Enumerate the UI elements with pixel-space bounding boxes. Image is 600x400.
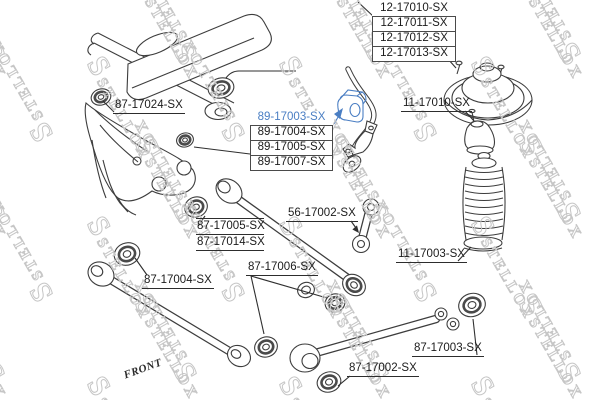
bushing-lateral-arm-b	[324, 293, 346, 313]
bushing-upper-arm-a	[184, 196, 208, 218]
cylinder-spacer	[204, 101, 232, 121]
part-number-link-highlighted[interactable]: 89-17003-SX	[250, 111, 333, 126]
bushing-upper-arm-end	[342, 273, 366, 297]
part-number-link[interactable]: 12-17011-SX	[372, 16, 456, 32]
part-number-link[interactable]: 12-17013-SX	[372, 46, 456, 62]
part-number-link[interactable]: 87-17004-SX	[142, 274, 214, 289]
part-number-link[interactable]: 12-17012-SX	[372, 31, 456, 47]
leaf-spring-drawing	[87, 13, 272, 114]
bushing-beam-end	[207, 77, 235, 99]
lower-arm-drawing	[289, 307, 460, 373]
upper-arm-part-group: 87-17005-SX 87-17014-SX	[196, 218, 265, 251]
bushing-beam	[90, 88, 112, 106]
bushing-rear-arm	[458, 292, 486, 318]
part-number-link[interactable]: 89-17004-SX	[250, 125, 333, 141]
stabilizer-link-drawing	[351, 198, 380, 254]
upper-arm-drawing	[215, 178, 354, 284]
front-direction-arrow	[104, 376, 140, 399]
part-number-link[interactable]: 87-17006-SX	[246, 261, 318, 276]
part-number-link[interactable]: 87-17024-SX	[113, 99, 185, 114]
leader-lines	[102, 1, 478, 387]
stabilizer-bushing-highlighted[interactable]	[337, 89, 367, 123]
part-number-link[interactable]: 89-17007-SX	[250, 155, 333, 171]
part-number-link[interactable]: 87-17003-SX	[412, 342, 484, 357]
part-number-link[interactable]: 11-17003-SX	[396, 248, 467, 263]
bushing-lower-arm	[316, 371, 342, 393]
bushing-small-subframe	[176, 132, 194, 148]
stabilizer-bar-drawing	[342, 66, 378, 173]
subframe-drawing	[84, 101, 196, 216]
part-number-link[interactable]: 89-17005-SX	[250, 140, 333, 156]
part-number-link[interactable]: 12-17010-SX	[372, 2, 456, 17]
stabilizer-part-group: 89-17003-SX 89-17004-SX 89-17005-SX 89-1…	[250, 111, 333, 171]
spring-part-group: 12-17010-SX 12-17011-SX 12-17012-SX 12-1…	[372, 2, 456, 62]
bushing-trailing-arm	[113, 242, 141, 266]
bushing-spacer-small	[297, 281, 315, 299]
part-number-link[interactable]: 87-17014-SX	[196, 235, 265, 251]
part-number-link[interactable]: 87-17005-SX	[196, 219, 265, 235]
part-number-link[interactable]: 11-17010-SX	[401, 97, 472, 112]
part-number-link[interactable]: 56-17002-SX	[286, 207, 358, 222]
part-number-link[interactable]: 87-17002-SX	[347, 362, 419, 377]
bump-stop-drawing	[464, 108, 496, 155]
bushing-lateral-arm-a	[254, 336, 278, 358]
dust-boot-drawing	[462, 151, 506, 252]
trailing-arm-drawing	[87, 261, 252, 368]
strut-mount-drawing	[443, 60, 533, 126]
